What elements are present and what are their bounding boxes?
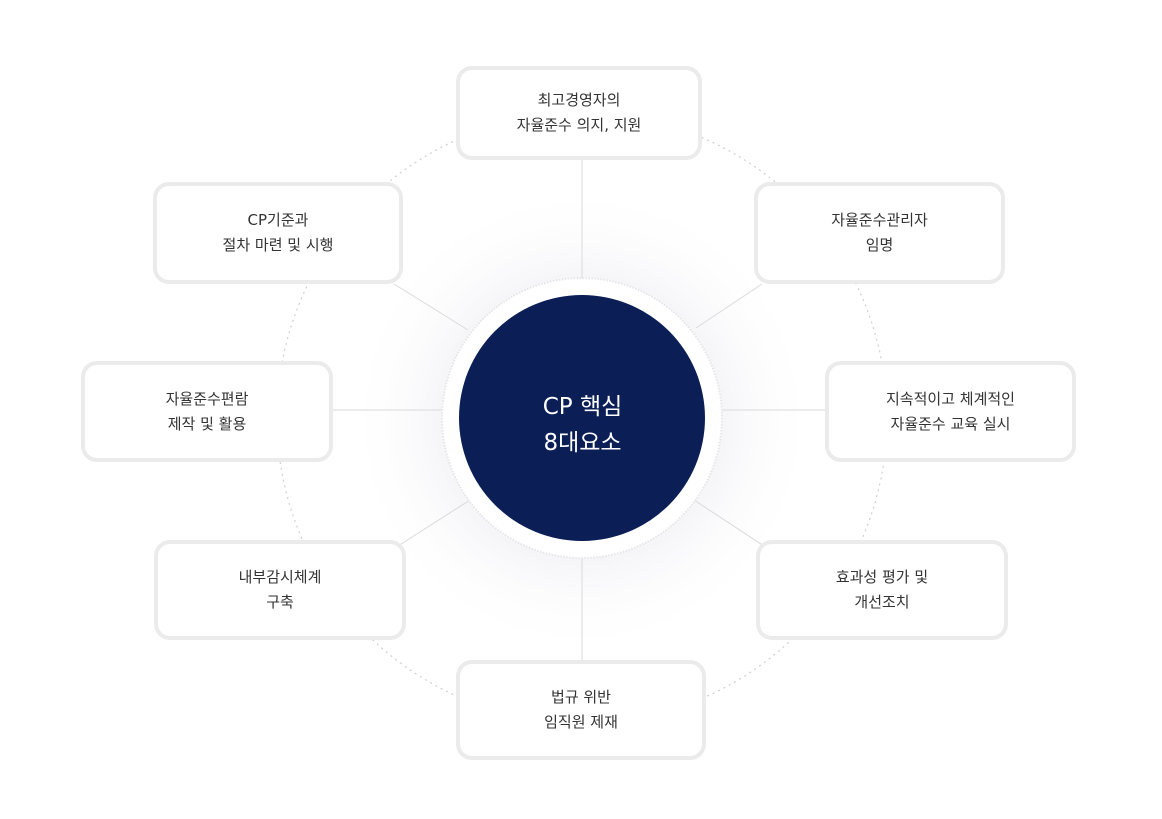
node-line1: 법규 위반 (551, 688, 611, 706)
element-node-evaluation: 효과성 평가 및 개선조치 (756, 540, 1008, 640)
element-node-sanctions: 법규 위반 임직원 제재 (456, 660, 706, 760)
node-line1: 최고경영자의 (537, 91, 621, 109)
node-line1: 지속적이고 체계적인 (886, 389, 1015, 408)
connector-top-left (393, 283, 469, 331)
center-title-line2: 8대요소 (543, 430, 622, 456)
element-node-education: 지속적이고 체계적인 자율준수 교육 실시 (825, 361, 1076, 462)
node-line2: 자율준수 의지, 지원 (516, 116, 642, 134)
node-line1: 자율준수관리자 (831, 211, 928, 229)
node-line1: 내부감시체계 (238, 568, 322, 586)
node-line2: 구축 (266, 593, 294, 611)
node-line2: 절차 마련 및 시행 (222, 236, 334, 254)
element-node-handbook: 자율준수편람 제작 및 활용 (81, 361, 333, 462)
element-node-top-management: 최고경영자의 자율준수 의지, 지원 (456, 66, 702, 160)
element-node-compliance-officer: 자율준수관리자 임명 (754, 182, 1005, 284)
center-title-line1: CP 핵심 (542, 394, 623, 420)
element-node-internal-monitoring: 내부감시체계 구축 (154, 540, 406, 640)
center-disc (459, 295, 705, 541)
connector-top-right (695, 283, 763, 329)
node-line1: 효과성 평가 및 (835, 568, 929, 586)
center-title: CP 핵심 8대요소 (460, 318, 705, 532)
node-line1: CP기준과 (247, 211, 309, 229)
connector-bottom-right (693, 499, 765, 547)
node-line2: 제작 및 활용 (167, 414, 247, 433)
node-line2: 자율준수 교육 실시 (890, 414, 1011, 433)
node-line2: 임직원 제재 (544, 713, 618, 731)
element-node-standards: CP기준과 절차 마련 및 시행 (153, 182, 403, 284)
connector-bottom-left (397, 499, 471, 547)
node-line1: 자율준수편람 (165, 389, 249, 408)
node-line2: 개선조치 (854, 593, 910, 611)
node-line2: 임명 (865, 236, 894, 254)
